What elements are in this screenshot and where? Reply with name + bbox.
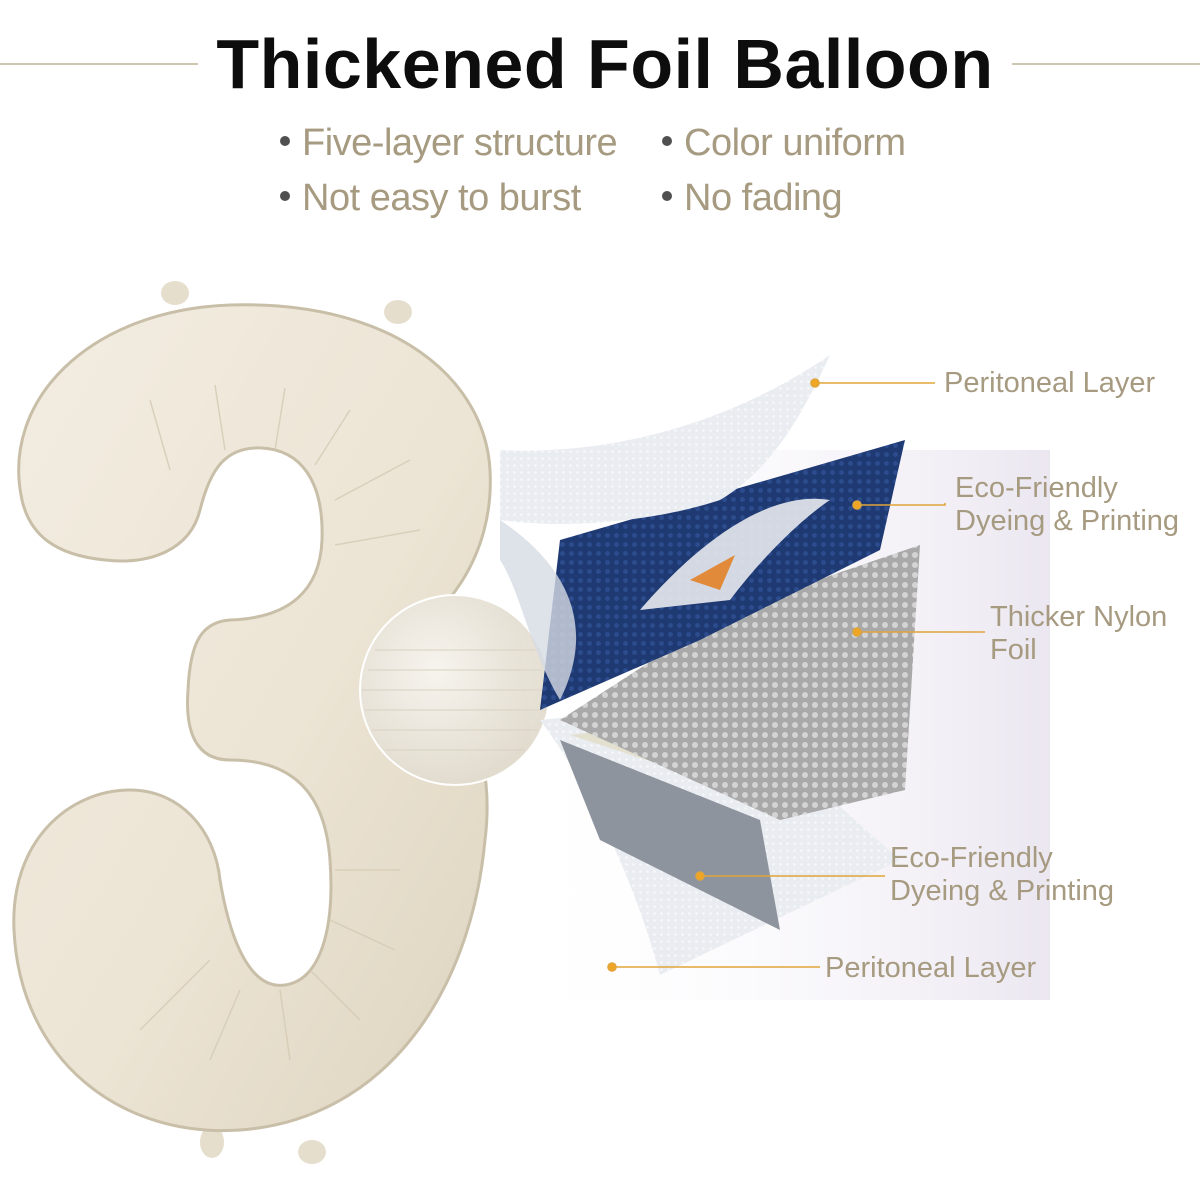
balloon-tab-top-left	[161, 281, 189, 305]
layer-printing-bottom	[560, 740, 780, 930]
leader-dot-icon	[852, 627, 862, 637]
bullet-icon	[662, 135, 672, 146]
bullet-icon	[280, 190, 290, 201]
page-title: Thickened Foil Balloon	[216, 25, 994, 103]
balloon-crease-lines	[139, 384, 421, 1061]
balloon-number-three	[12, 281, 551, 1164]
feature-item: Not easy to burst	[280, 175, 581, 221]
layer-fold	[500, 520, 577, 700]
feature-item: No fading	[662, 175, 843, 221]
balloon-tab-top-right	[384, 300, 412, 324]
printed-goose-beak	[690, 555, 735, 590]
layer-nylon-foil	[560, 545, 920, 820]
leader-dot-icon	[607, 962, 617, 972]
title-rule-right	[1012, 63, 1200, 65]
layer-stack	[500, 355, 1050, 1000]
layer-label-peritoneal-top: Peritoneal Layer	[944, 367, 1156, 399]
leader-dot-icon	[810, 378, 820, 388]
bullet-icon	[280, 135, 290, 146]
balloon-tab-bottom-right	[298, 1140, 326, 1164]
feature-item: Five-layer structure	[280, 120, 618, 166]
header: Thickened Foil Balloon	[0, 0, 1200, 130]
magnifier-texture	[362, 649, 548, 751]
layer-label-printing-bottom: Eco-Friendly Dyeing & Printing	[890, 842, 1115, 907]
layer-label-nylon-foil: Thicker Nylon Foil	[990, 601, 1168, 666]
printed-goose-graphic	[640, 498, 830, 610]
layer-label-peritoneal-bottom: Peritoneal Layer	[825, 952, 1037, 984]
layer-peritoneal-top	[500, 355, 830, 524]
bullet-icon	[662, 190, 672, 201]
leader-dot-icon	[852, 500, 862, 510]
balloon-body	[12, 303, 492, 1133]
layer-label-printing-top: Eco-Friendly Dyeing & Printing	[955, 472, 1180, 537]
feature-item: Color uniform	[662, 120, 906, 166]
balloon-tab-bottom-left	[200, 1126, 224, 1158]
title-rule-left	[0, 63, 198, 65]
leader-dot-icon	[695, 871, 705, 881]
feature-list: Five-layer structure Color uniform Not e…	[0, 120, 1200, 230]
leader-lines	[607, 378, 985, 972]
